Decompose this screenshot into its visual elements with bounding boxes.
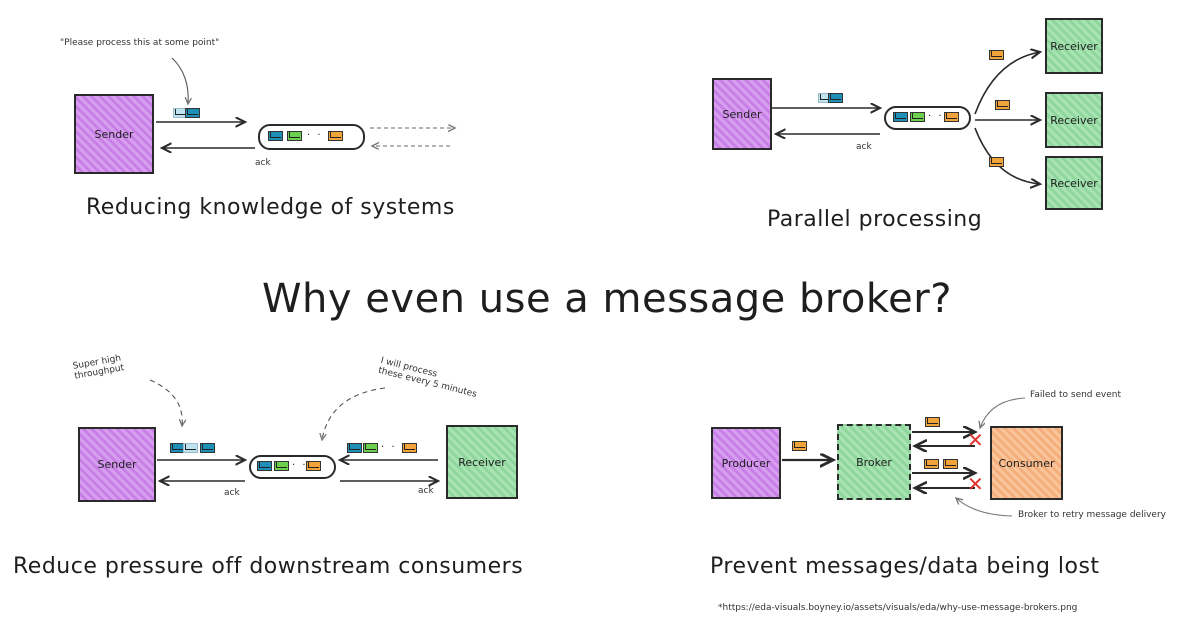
source-footnote: *https://eda-visuals.boyney.io/assets/vi… [718,603,1078,613]
br-note-failed: Failed to send event [1030,390,1122,400]
bl-pull-ellipsis: · · [381,442,397,453]
tr-fan-message-icon-1 [989,50,1004,60]
br-consumer-label: Consumer [998,456,1055,470]
tl-queue-message-icon-1 [268,131,283,141]
tr-fan-message-icon-3 [989,157,1004,167]
tr-queue-message-icon-2 [910,112,925,122]
tr-receiver-label-1: Receiver [1050,39,1098,53]
tl-sender-label: Sender [94,127,134,141]
tl-queue-message-icon-3 [328,131,343,141]
br-out-message-icon-3 [943,459,958,469]
tr-fan-3 [974,127,1040,184]
br-failed-pointer [980,397,1026,428]
bl-pull-message-icon-2 [363,443,378,453]
br-note-retry: Broker to retry message delivery [1018,510,1166,520]
br-out-message-icon-1 [925,417,940,427]
bl-message-icon-3 [200,443,215,453]
bl-pull-message-icon-3 [402,443,417,453]
tl-queue-ellipsis: · · [307,130,323,141]
br-consumer-box: Consumer [990,426,1063,500]
br-out-message-icon-2 [924,459,939,469]
bl-ack-right-label: ack [418,486,434,496]
bl-sender-box: Sender [78,427,156,502]
bl-queue-message-icon-3 [306,461,321,471]
tl-panel-title: Reducing knowledge of systems [86,195,455,220]
bl-message-icon-2 [183,443,198,453]
tr-queue-ellipsis: · · [928,111,944,122]
tr-fan-1 [974,52,1040,115]
page-title: Why even use a message broker? [262,276,952,322]
bl-queue-message-icon-2 [274,461,289,471]
tr-receiver-label-2: Receiver [1050,113,1098,127]
tl-queue-message-icon-2 [287,131,302,141]
tl-queue-tube [258,124,365,150]
br-fail-x-icon-2: ✕ [967,472,984,496]
tl-note-pointer [171,57,188,104]
br-panel-title: Prevent messages/data being lost [710,554,1100,579]
bl-panel-title: Reduce pressure off downstream consumers [13,554,524,579]
bl-receiver-label: Receiver [458,455,506,469]
bl-queue-ellipsis: · · [292,460,308,471]
br-broker-label: Broker [856,455,892,469]
tr-panel-title: Parallel processing [767,207,983,232]
tr-queue-message-icon-1 [893,112,908,122]
bl-receiver-box: Receiver [446,425,518,499]
br-retry-pointer [956,498,1013,517]
bl-pull-message-icon-1 [347,443,362,453]
tr-sender-box: Sender [712,78,772,150]
tr-receiver-box-2: Receiver [1045,92,1103,148]
tl-ack-label: ack [255,158,271,168]
tr-receiver-box-1: Receiver [1045,18,1103,74]
tl-sender-box: Sender [74,94,154,174]
br-producer-label: Producer [721,456,771,470]
bl-ack-left-label: ack [224,488,240,498]
tr-message-icon [828,93,843,103]
tr-receiver-label-3: Receiver [1050,176,1098,190]
tr-queue-tube [884,106,971,130]
bl-note-pointer-left [149,379,182,426]
tr-queue-message-icon-3 [944,112,959,122]
bl-sender-label: Sender [97,458,137,471]
tr-ack-label: ack [856,142,872,152]
br-fail-x-icon-1: ✕ [967,428,984,452]
bl-queue-tube [249,455,336,479]
bl-note-pointer-right [322,387,386,440]
tr-receiver-box-3: Receiver [1045,156,1103,210]
tl-message-icon [185,108,200,118]
bl-queue-message-icon-1 [257,461,272,471]
br-producer-message-icon [792,441,807,451]
br-broker-box: Broker [837,424,911,500]
tr-sender-label: Sender [722,107,762,121]
tr-fan-message-icon-2 [995,100,1010,110]
tl-note: "Please process this at some point" [60,38,220,48]
br-producer-box: Producer [711,427,781,499]
